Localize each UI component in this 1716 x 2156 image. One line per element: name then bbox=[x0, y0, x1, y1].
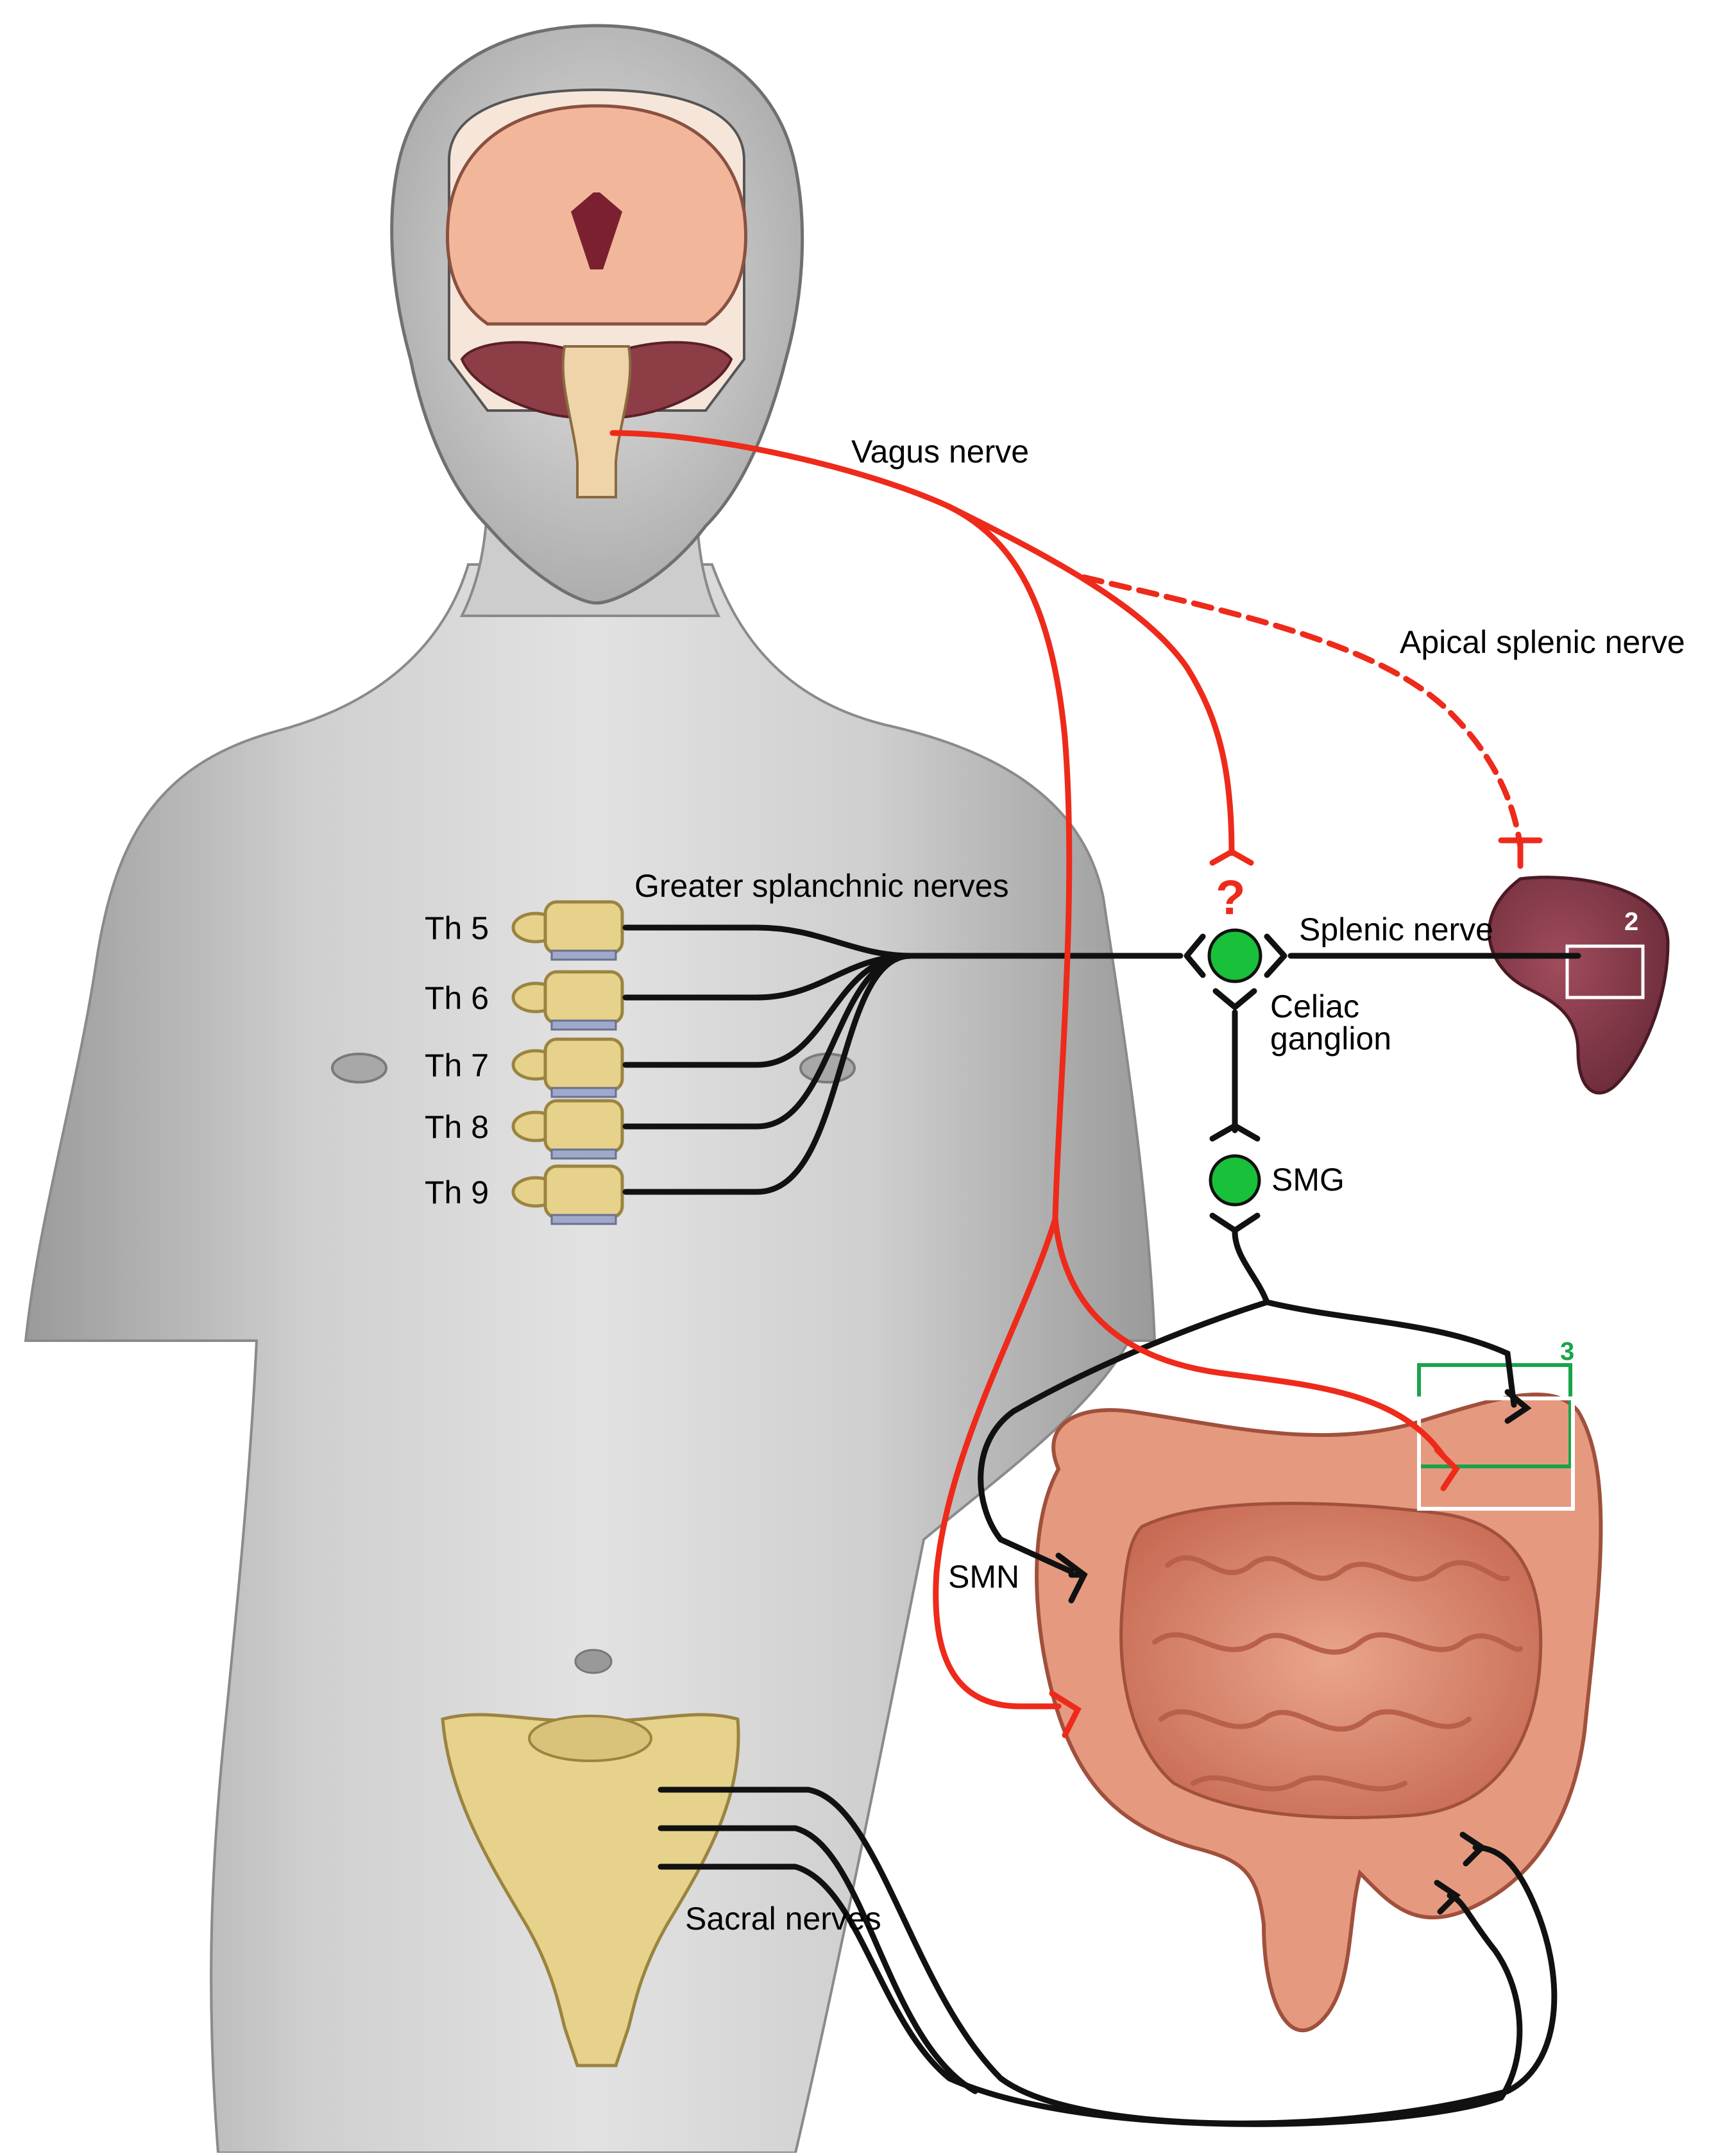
splanchnic-th7 bbox=[622, 953, 914, 1068]
celiac-label-line2: ganglion bbox=[1270, 1021, 1391, 1057]
vertebra bbox=[511, 1164, 624, 1225]
chevron-top-smg-icon bbox=[1209, 1123, 1261, 1142]
vertebra-labels: Th 5 Th 6 Th 7 Th 8 Th 9 bbox=[425, 910, 489, 1210]
sacrum-top bbox=[528, 1715, 652, 1762]
splanchnic-th5 bbox=[622, 924, 914, 959]
intervertebral-disc bbox=[550, 1214, 617, 1225]
inset-box-3-white bbox=[1417, 1396, 1575, 1511]
small-intestine bbox=[1119, 1502, 1543, 1819]
intervertebral-disc bbox=[550, 949, 617, 961]
intervertebral-disc bbox=[550, 1019, 617, 1031]
vagus-main bbox=[609, 430, 1073, 1222]
vertebra bbox=[511, 1037, 624, 1098]
chevron-top-celiac-red-icon bbox=[1209, 849, 1254, 866]
question-mark-label: ? bbox=[1216, 870, 1245, 925]
spleen bbox=[1487, 876, 1670, 1095]
vertebra-body bbox=[543, 1099, 624, 1154]
synapse-icon bbox=[1504, 1389, 1532, 1424]
thoracic-vertebrae bbox=[511, 900, 624, 1225]
intervertebral-disc bbox=[550, 1148, 617, 1160]
navel bbox=[574, 1649, 613, 1674]
chevron-right-icon bbox=[1264, 933, 1287, 978]
vertebra-body bbox=[543, 1037, 624, 1092]
intervertebral-disc bbox=[550, 1087, 617, 1098]
apical-splenic-nerve-line bbox=[1081, 574, 1524, 850]
synapse-icon bbox=[1498, 837, 1543, 869]
vertebra bbox=[511, 900, 624, 961]
splanchnic-th9 bbox=[622, 953, 914, 1195]
parasympathetic-pathways bbox=[609, 430, 1524, 1710]
vagus-right-branch bbox=[1052, 1216, 1447, 1459]
vagus-to-celiac bbox=[946, 504, 1235, 856]
ganglia bbox=[1207, 928, 1262, 1207]
vertebra-label: Th 8 bbox=[425, 1109, 489, 1145]
celiac-label-line1: Celiac bbox=[1270, 989, 1359, 1024]
synapse-icon bbox=[1459, 1831, 1487, 1867]
inset-box-3-number: 3 bbox=[1560, 1337, 1574, 1366]
celiac-ganglion-node[interactable] bbox=[1207, 928, 1262, 983]
vertebra-body bbox=[543, 1164, 624, 1219]
vertebra bbox=[511, 1099, 624, 1160]
vertebra bbox=[511, 970, 624, 1031]
intestines bbox=[1035, 1392, 1603, 2032]
ganglion-synapse-chevrons bbox=[1184, 849, 1287, 1234]
sacral-2 bbox=[658, 1825, 978, 2094]
labels: Vagus nerve Apical splenic nerve Greater… bbox=[634, 434, 1685, 1937]
vertebra-body bbox=[543, 900, 624, 955]
ventricles bbox=[571, 192, 622, 269]
splenic-nerve-label: Splenic nerve bbox=[1299, 912, 1493, 947]
smg-node[interactable] bbox=[1209, 1154, 1261, 1207]
brainstem bbox=[561, 345, 632, 498]
smn-branch bbox=[978, 1299, 1270, 1575]
smg-outflow bbox=[1232, 1228, 1270, 1305]
smg-label: SMG bbox=[1271, 1162, 1345, 1198]
synapse-icon bbox=[1055, 1552, 1088, 1604]
intestine-coils bbox=[1152, 1555, 1523, 1792]
colon-branch-3 bbox=[1264, 1299, 1517, 1408]
synapse-terminals bbox=[1049, 837, 1543, 1915]
vagus-nerve-label: Vagus nerve bbox=[851, 434, 1029, 470]
sacral-3 bbox=[658, 1863, 1523, 2127]
inset-box-2-number: 2 bbox=[1624, 908, 1638, 936]
synapse-icon bbox=[1434, 1880, 1461, 1915]
spleen-organ bbox=[1487, 876, 1670, 1095]
chevron-left-icon bbox=[1184, 933, 1206, 978]
sacral-nerves-label: Sacral nerves bbox=[685, 1901, 881, 1937]
chevron-bottom-icon bbox=[1212, 988, 1257, 1010]
splanchnic-th8 bbox=[622, 953, 914, 1130]
inset-box-2[interactable] bbox=[1565, 944, 1645, 999]
left-nipple bbox=[331, 1053, 387, 1083]
vagus-left-branch bbox=[933, 1216, 1062, 1710]
smn-label: SMN bbox=[948, 1559, 1019, 1595]
sacrum bbox=[441, 1713, 740, 2067]
synapse-icon bbox=[1049, 1690, 1082, 1738]
sympathetic-pathways bbox=[622, 924, 1581, 2127]
vertebra-label: Th 5 bbox=[425, 910, 489, 946]
greater-splanchnic-nerves-label: Greater splanchnic nerves bbox=[634, 868, 1009, 904]
chevron-bottom-smg-icon bbox=[1209, 1212, 1261, 1234]
vertebra-label: Th 6 bbox=[425, 980, 489, 1016]
apical-splenic-nerve-label: Apical splenic nerve bbox=[1400, 624, 1685, 660]
vertebra-label: Th 9 bbox=[425, 1175, 489, 1210]
vertebra-body bbox=[543, 970, 624, 1025]
vertebra-label: Th 7 bbox=[425, 1048, 489, 1083]
synapse-icon bbox=[1434, 1447, 1460, 1491]
brain-cross-section bbox=[446, 88, 747, 498]
